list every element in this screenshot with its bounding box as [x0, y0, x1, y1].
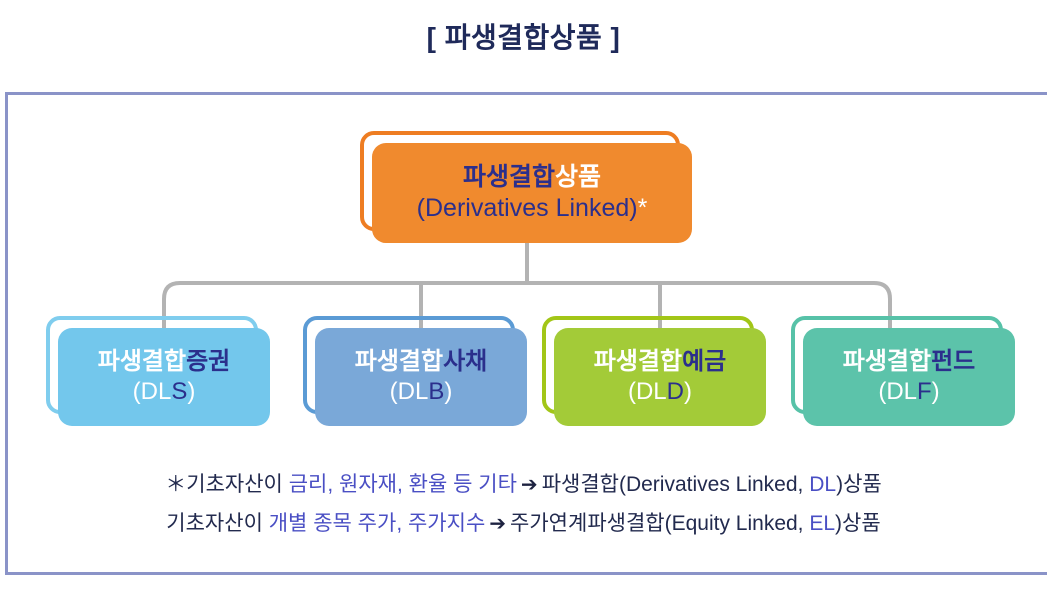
node-title: 파생결합증권: [98, 348, 231, 376]
node-title-prefix: 파생결합: [462, 162, 555, 191]
node-code-prefix: (DL: [389, 377, 429, 405]
node-code-tail: ): [684, 377, 692, 405]
footnote-line-1: ＊기초자산이 금리, 원자재, 환율 등 기타➔파생결합(Derivatives…: [0, 466, 1047, 505]
footnote-result-code: EL: [809, 511, 836, 535]
node-title: 파생결합펀드: [843, 348, 976, 376]
footnote-result-suffix: )상품: [836, 473, 882, 496]
footnote-lead: 기초자산이: [186, 473, 289, 496]
page-title: [ 파생결합상품 ]: [426, 22, 621, 53]
node-code-tail: ): [187, 377, 196, 405]
node-card: 파생결합예금 (DLD): [554, 328, 766, 426]
node-title-prefix: 파생결합: [354, 348, 444, 376]
node-dld[interactable]: 파생결합예금 (DLD): [542, 316, 766, 426]
footnote-highlight: 금리, 원자재, 환율 등 기타: [288, 473, 517, 496]
arrow-right-icon: ➔: [520, 474, 538, 496]
node-derivatives-linked[interactable]: 파생결합상품 (Derivatives Linked)*: [360, 131, 692, 243]
node-card: 파생결합상품 (Derivatives Linked)*: [372, 143, 692, 243]
node-title: 파생결합예금: [594, 348, 727, 376]
node-title-prefix: 파생결합: [593, 348, 683, 376]
footnote-star: ＊: [165, 473, 187, 496]
node-code-tail: ): [931, 377, 940, 405]
footnote-result-code: DL: [809, 473, 837, 496]
node-code: (DLD): [628, 378, 692, 406]
node-title: 파생결합사채: [355, 348, 488, 376]
node-title-prefix: 파생결합: [842, 348, 932, 376]
node-subtitle-text: (Derivatives Linked): [416, 194, 638, 222]
node-code-letter: D: [666, 377, 684, 405]
node-title-suffix: 사채: [443, 348, 488, 376]
node-code-letter: F: [917, 377, 932, 405]
node-code-letter: B: [428, 377, 445, 405]
arrow-right-icon: ➔: [489, 512, 507, 535]
node-title-prefix: 파생결합: [97, 348, 187, 376]
node-card: 파생결합증권 (DLS): [58, 328, 270, 426]
node-dlb[interactable]: 파생결합사채 (DLB): [303, 316, 527, 426]
node-subtitle-marker: *: [637, 194, 648, 222]
node-title-suffix: 상품: [555, 162, 602, 191]
node-code: (DLF): [878, 378, 939, 406]
node-card: 파생결합펀드 (DLF): [803, 328, 1015, 426]
footnote-result-prefix: 주가연계파생결합(Equity Linked,: [510, 511, 810, 535]
footnote-lead: 기초자산이: [166, 511, 269, 535]
node-title: 파생결합상품: [463, 163, 601, 193]
node-dlf[interactable]: 파생결합펀드 (DLF): [791, 316, 1015, 426]
footnote-line-2: 기초자산이 개별 종목 주가, 주가지수➔주가연계파생결합(Equity Lin…: [0, 505, 1047, 544]
node-code: (DLS): [133, 378, 196, 406]
node-title-suffix: 증권: [186, 348, 231, 376]
footnote-result-suffix: )상품: [835, 511, 881, 535]
node-code: (DLB): [390, 378, 453, 406]
node-title-suffix: 예금: [682, 348, 727, 376]
footnote-highlight: 개별 종목 주가, 주가지수: [268, 511, 486, 535]
node-subtitle: (Derivatives Linked)*: [417, 194, 648, 224]
node-dls[interactable]: 파생결합증권 (DLS): [46, 316, 270, 426]
node-code-tail: ): [444, 377, 453, 405]
node-code-prefix: (DL: [627, 377, 667, 405]
footnote-result-prefix: 파생결합(Derivatives Linked,: [541, 473, 810, 496]
node-card: 파생결합사채 (DLB): [315, 328, 527, 426]
footnotes: ＊기초자산이 금리, 원자재, 환율 등 기타➔파생결합(Derivatives…: [0, 466, 1047, 544]
node-title-suffix: 펀드: [931, 348, 976, 376]
node-code-prefix: (DL: [132, 377, 172, 405]
node-code-prefix: (DL: [878, 377, 917, 405]
node-code-letter: S: [171, 377, 188, 405]
